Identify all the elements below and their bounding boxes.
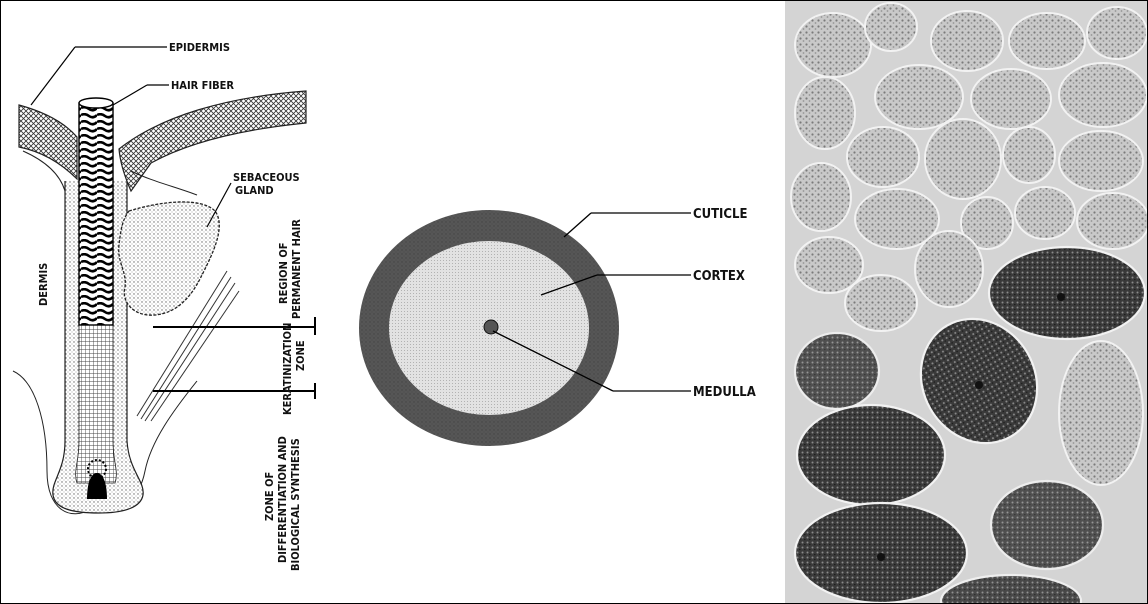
micrograph-cell-dark — [795, 333, 879, 409]
micrograph-cell — [1015, 187, 1075, 239]
micrograph-cell-dark — [989, 247, 1145, 339]
label-cuticle: CUTICLE — [693, 207, 747, 222]
label-gland-text: GLAND — [235, 184, 274, 197]
micrograph-cell-dark — [991, 481, 1103, 569]
epidermis-layer-left — [19, 105, 77, 179]
micrograph-cell — [931, 11, 1003, 71]
micrograph-cell — [875, 65, 963, 129]
label-differentiation: DIFFERENTIATION AND — [276, 436, 289, 563]
micrograph-cell — [1077, 193, 1147, 249]
label-cortex: CORTEX — [693, 269, 745, 284]
micrograph-cell — [971, 69, 1051, 129]
micrograph-cell — [1059, 131, 1143, 191]
label-region-2: PERMANENT HAIR — [290, 219, 303, 319]
micrograph-cell — [1059, 341, 1143, 485]
micrograph-cell — [845, 275, 917, 331]
micrograph-cell — [1003, 127, 1055, 183]
micrograph-cell — [915, 231, 983, 307]
label-epidermis: EPIDERMIS — [169, 41, 230, 54]
label-keratinization: KERATINIZATION — [281, 323, 294, 415]
cell-micrograph — [785, 1, 1147, 603]
micrograph-cell — [795, 13, 871, 77]
hair-fiber-shaft — [79, 103, 113, 325]
label-biological-synthesis: BIOLOGICAL SYNTHESIS — [289, 438, 302, 571]
micrograph-cell — [1087, 7, 1147, 59]
micrograph-cell-dark — [797, 405, 945, 505]
label-medulla: MEDULLA — [693, 385, 756, 400]
micrograph-cell — [865, 3, 917, 51]
micrograph-cell — [1009, 13, 1085, 69]
micrograph-cell — [847, 127, 919, 187]
hair-cross-section: CUTICLE CORTEX MEDULLA — [359, 207, 756, 446]
hair-follicle-diagram: EPIDERMIS HAIR FIBER SEBACEOUS GLAND DER… — [13, 41, 315, 571]
sebaceous-gland — [119, 202, 220, 315]
label-dermis: DERMIS — [37, 263, 50, 306]
micrograph-cell — [791, 163, 851, 231]
label-zone-of: ZONE OF — [263, 472, 276, 521]
micrograph-cell — [1059, 63, 1147, 127]
label-hair-fiber: HAIR FIBER — [171, 79, 234, 92]
label-zone: ZONE — [294, 340, 307, 371]
label-sebaceous: SEBACEOUS — [233, 171, 300, 184]
micrograph-cell — [925, 119, 1001, 199]
micrograph-cell — [795, 77, 855, 149]
label-region-1: REGION OF — [277, 243, 290, 305]
